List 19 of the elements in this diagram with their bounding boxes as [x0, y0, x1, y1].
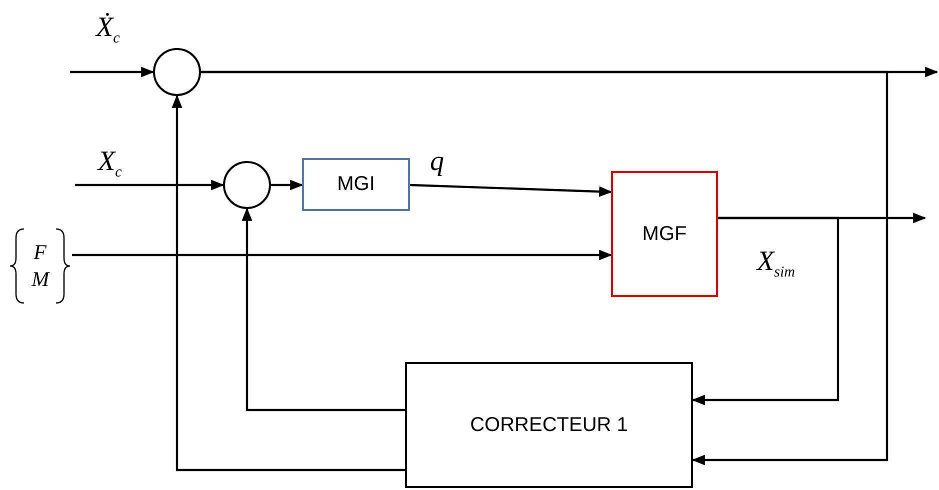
box-label: MGI	[337, 173, 375, 196]
summing-junction	[223, 161, 271, 209]
arrow	[692, 216, 840, 406]
box-label: CORRECTEUR 1	[470, 414, 628, 436]
process-box	[302, 158, 410, 211]
vector-label: F M	[32, 238, 48, 293]
process-box	[405, 362, 693, 488]
arrow	[70, 66, 154, 78]
arrow	[271, 180, 304, 190]
vector-bracket	[8, 228, 72, 304]
arrow	[201, 70, 888, 466]
arrow	[75, 180, 224, 190]
arrow	[242, 208, 405, 412]
arrow	[172, 94, 405, 472]
process-box	[611, 171, 718, 297]
summing-junction	[153, 48, 201, 96]
box-label: MGF	[642, 222, 687, 246]
arrow	[72, 250, 612, 260]
arrow	[410, 184, 612, 197]
